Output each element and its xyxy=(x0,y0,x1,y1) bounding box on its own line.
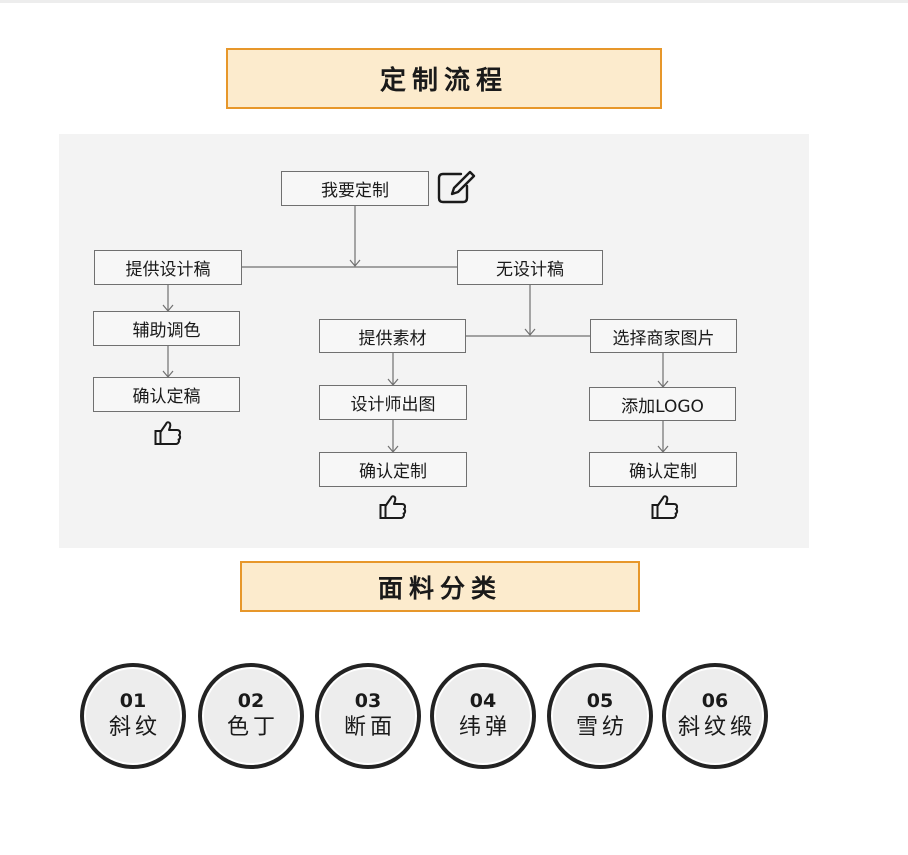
fabric-name: 纬弹 xyxy=(458,715,511,740)
fabric-item: 02 色丁 xyxy=(198,663,304,769)
fabric-item: 04 纬弹 xyxy=(430,663,536,769)
flow-box-add-logo: 添加LOGO xyxy=(589,387,736,421)
fabric-name: 雪纺 xyxy=(575,715,628,740)
fabric-item: 05 雪纺 xyxy=(547,663,653,769)
flow-box-confirm-draft: 确认定稿 xyxy=(93,377,240,412)
fabric-item: 03 断面 xyxy=(315,663,421,769)
flow-box-confirm-custom-b: 确认定制 xyxy=(589,452,737,487)
flow-box-assist-color: 辅助调色 xyxy=(93,311,240,346)
edit-icon xyxy=(437,170,477,204)
thumbs-up-icon xyxy=(379,494,407,520)
flow-box-confirm-custom-a: 确认定制 xyxy=(319,452,467,487)
fabric-number: 04 xyxy=(469,690,497,712)
fabric-section-title: 面料分类 xyxy=(240,561,640,612)
flow-box-no-design: 无设计稿 xyxy=(457,250,603,285)
flow-box-designer-output: 设计师出图 xyxy=(319,385,467,420)
fabric-item: 01 斜纹 xyxy=(80,663,186,769)
flow-box-choose-merchant-image: 选择商家图片 xyxy=(590,319,737,353)
fabric-number: 05 xyxy=(586,690,614,712)
flow-box-start: 我要定制 xyxy=(281,171,429,206)
fabric-name: 斜纹 xyxy=(108,715,161,740)
fabric-number: 06 xyxy=(701,690,729,712)
fabric-name: 断面 xyxy=(343,715,396,740)
thumbs-up-icon xyxy=(651,494,679,520)
thumbs-up-icon xyxy=(154,420,182,446)
fabric-number: 03 xyxy=(354,690,382,712)
fabric-name: 色丁 xyxy=(226,715,279,740)
fabric-number: 01 xyxy=(119,690,147,712)
process-section-title: 定制流程 xyxy=(226,48,662,109)
fabric-item: 06 斜纹缎 xyxy=(662,663,768,769)
top-divider xyxy=(0,0,908,3)
flow-box-with-design: 提供设计稿 xyxy=(94,250,242,285)
flow-box-provide-material: 提供素材 xyxy=(319,319,466,353)
fabric-number: 02 xyxy=(237,690,265,712)
fabric-name: 斜纹缎 xyxy=(677,715,756,740)
